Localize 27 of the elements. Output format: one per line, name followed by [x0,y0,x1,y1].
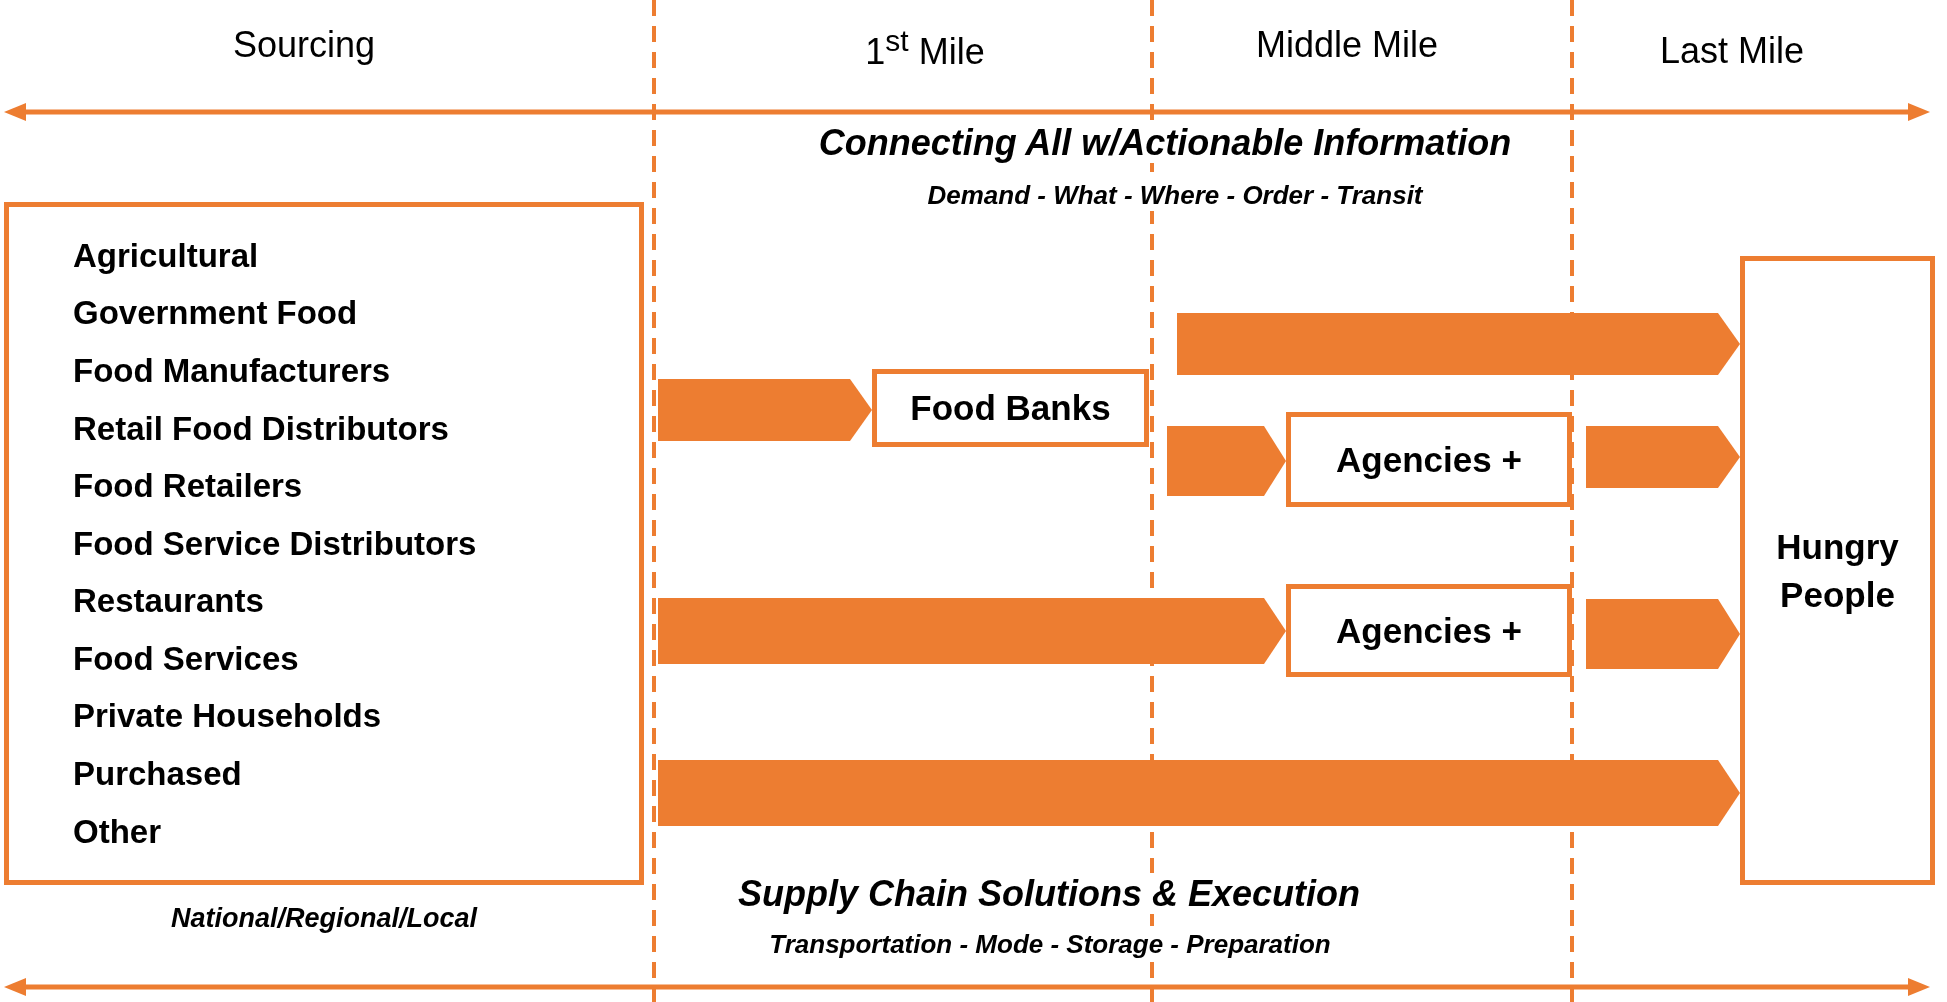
list-item: Food Manufacturers [73,350,391,391]
list-item: Agricultural [73,235,259,276]
list-item: Food Retailers [73,466,303,507]
source-box [4,202,644,885]
block-arrow [658,760,1740,826]
list-item: Retail Food Distributors [73,408,449,449]
list-item: Other [73,811,161,852]
target-box [1740,256,1935,885]
block-arrow [1167,426,1286,496]
node-label: Agencies + [1335,609,1523,652]
block-arrow [658,379,872,441]
list-item: Purchased [73,754,242,795]
node-label: Food Banks [909,387,1112,430]
process-box [872,369,1149,447]
list-item: Restaurants [73,581,264,622]
block-arrow [658,598,1286,664]
process-box [1286,584,1572,677]
node-label: Hungry People [1775,526,1900,616]
node-label: Agencies + [1335,438,1523,481]
process-box [1286,412,1572,507]
block-arrow [1177,313,1740,375]
list-item: Private Households [73,696,382,737]
block-arrow [1586,599,1740,669]
block-arrow [1586,426,1740,488]
list-item: Food Service Distributors [73,523,477,564]
list-item: Government Food [73,293,358,334]
list-item: Food Services [73,638,299,679]
